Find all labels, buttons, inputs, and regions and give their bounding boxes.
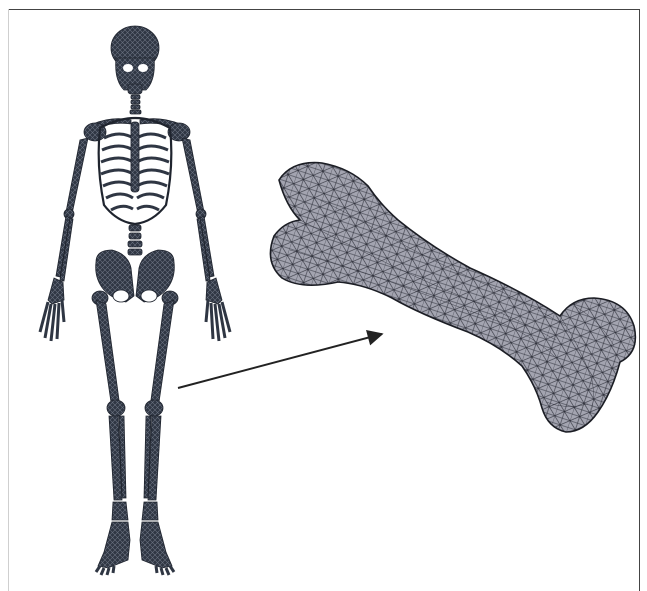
pelvis — [92, 250, 178, 305]
left-leg — [96, 300, 130, 575]
femur-bone-mesh — [270, 163, 635, 432]
pointer-arrow — [178, 334, 382, 388]
right-leg — [140, 300, 174, 575]
right-arm — [182, 138, 230, 341]
cervical-spine — [130, 95, 141, 114]
left-arm — [40, 138, 88, 341]
rib-cage — [99, 118, 172, 224]
skull — [111, 26, 159, 94]
lumbar-spine — [128, 225, 142, 255]
full-body-skeleton-mesh — [40, 26, 230, 575]
